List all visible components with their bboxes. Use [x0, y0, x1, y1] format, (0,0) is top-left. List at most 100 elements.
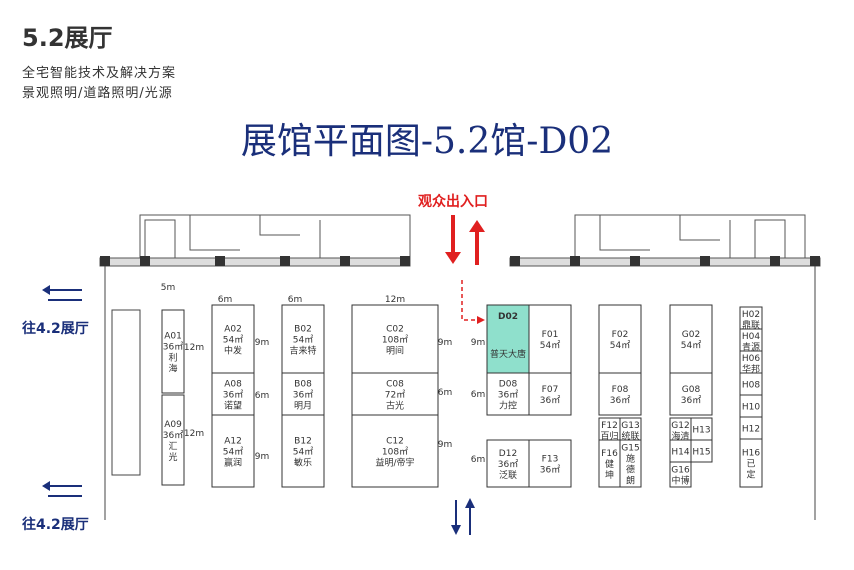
booth-name: 青源	[742, 341, 760, 353]
dimension-label: 12m	[184, 429, 204, 439]
booth-h08[interactable]: H08	[739, 372, 763, 396]
booth-id: D12	[499, 449, 517, 459]
booth-name-char: 施	[626, 453, 635, 465]
booth-outline	[281, 304, 325, 374]
pillars	[100, 256, 820, 266]
booth-name: 普天大唐	[490, 348, 526, 360]
dimension-label: 9m	[438, 338, 453, 348]
booth-size: 108㎡	[382, 335, 408, 346]
booth-name-char: 光	[168, 451, 177, 463]
dimension-label: 9m	[471, 338, 486, 348]
booth-name: 鼎联	[742, 320, 760, 331]
booth-id: C08	[386, 380, 404, 390]
booth-id: B02	[294, 325, 312, 335]
booth-name-char: 已	[746, 459, 755, 470]
booth-outline	[211, 372, 255, 416]
booth-h15[interactable]: H15	[690, 439, 713, 463]
booth-h13[interactable]: H13	[690, 417, 713, 441]
bottom-arrows	[451, 498, 475, 535]
booth-size: 54㎡	[223, 447, 243, 458]
booth-h10[interactable]: H10	[739, 394, 763, 418]
booth-name: 明间	[386, 345, 404, 357]
booth-outline	[351, 414, 439, 488]
booth-size: 36㎡	[498, 459, 518, 470]
booth-name-char: 朗	[626, 475, 635, 487]
booth-outline	[739, 438, 763, 488]
dimension-label: 9m	[255, 338, 270, 348]
booth-outline	[528, 304, 572, 374]
page-title: 展馆平面图-5.2馆-D02	[240, 121, 614, 162]
booth-id: D08	[499, 380, 518, 390]
booth-name: 海清	[671, 430, 689, 442]
booth-outline	[351, 372, 439, 416]
dimension-label: 6m	[471, 455, 486, 465]
booth-outline	[211, 414, 255, 488]
booth-id: B08	[294, 380, 312, 390]
dimension-label: 6m	[218, 295, 233, 305]
booth-id: F01	[542, 330, 559, 340]
booth-outline	[281, 372, 325, 416]
booth-id: F12	[601, 421, 618, 431]
booth-size: 36㎡	[540, 395, 560, 406]
booth-id: H14	[671, 448, 689, 458]
booth-outline	[161, 394, 185, 486]
booth-id: C02	[386, 325, 404, 335]
booth-outline	[351, 304, 439, 374]
booth-name: 吉来特	[289, 345, 316, 357]
dimension-label: 9m	[438, 440, 453, 450]
booth-id: G13	[621, 421, 639, 431]
booth-h12[interactable]: H12	[739, 416, 763, 440]
dimension-label: 6m	[288, 295, 303, 305]
booth-name-char: 健	[605, 458, 614, 470]
booth-size: 54㎡	[610, 340, 630, 351]
booth-size: 108㎡	[382, 447, 408, 458]
booth-id: H10	[742, 403, 760, 413]
booth-name: 中博	[671, 475, 689, 487]
booth-size: 54㎡	[293, 447, 313, 458]
booth-name-char: 利	[168, 352, 177, 364]
booth-outline	[528, 439, 572, 488]
dimension-label: 9m	[255, 452, 270, 462]
booth-outline	[598, 372, 642, 416]
booth-name: 益明/帝宇	[375, 457, 414, 469]
booth-size: 54㎡	[293, 335, 313, 346]
booth-size: 72㎡	[385, 390, 405, 401]
booth-size: 36㎡	[681, 395, 701, 406]
booth-id: H15	[692, 448, 710, 458]
booth-name: 力控	[499, 400, 517, 412]
booth-h14[interactable]: H14	[669, 439, 692, 463]
